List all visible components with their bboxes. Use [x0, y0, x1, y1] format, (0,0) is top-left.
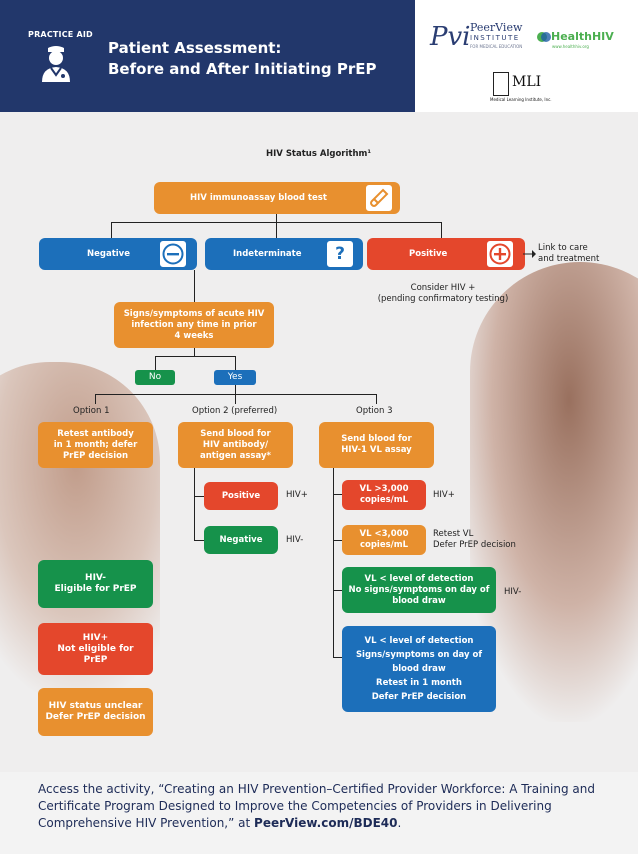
legend-not-eligible: HIV+ Not eligible for PrEP	[38, 623, 153, 675]
arrow-right-icon	[523, 250, 536, 258]
send-vl-box: Send blood for HIV-1 VL assay	[319, 422, 434, 468]
footer-link[interactable]: PeerView.com/BDE40	[254, 816, 398, 830]
healthhiv-logo: HealthHIV	[551, 30, 614, 43]
healthhiv-icon	[537, 32, 551, 42]
question-icon: ?	[325, 239, 355, 269]
opt2-negative-result: HIV-	[286, 535, 304, 545]
mli-logo: MLI	[512, 74, 542, 90]
legend-unclear: HIV status unclear Defer PrEP decision	[38, 688, 153, 736]
pvi-logo-institute: INSTITUTE	[470, 34, 520, 42]
acute-symptoms-box: Signs/symptoms of acute HIV infection an…	[114, 302, 274, 348]
footer-body: Access the activity, “Creating an HIV Pr…	[38, 782, 595, 830]
negative-label: Negative	[87, 248, 130, 259]
detect-no-symptoms-result: HIV-	[504, 587, 522, 597]
doctor-icon	[42, 46, 70, 82]
indeterminate-label: Indeterminate	[233, 248, 302, 259]
legend-eligible: HIV- Eligible for PrEP	[38, 560, 153, 608]
plus-icon	[485, 239, 515, 269]
yes-box: Yes	[214, 370, 256, 385]
pvi-logo-name: PeerView	[470, 21, 523, 34]
vl-high-result: HIV+	[433, 490, 455, 500]
minus-icon	[158, 239, 188, 269]
retest-box: Retest antibody in 1 month; defer PrEP d…	[38, 422, 153, 468]
vl-high-box: VL >3,000 copies/mL	[342, 480, 426, 510]
footer-end: .	[397, 816, 402, 830]
patient-photo	[470, 262, 638, 722]
test-tube-icon	[364, 183, 394, 213]
opt2-negative-box: Negative	[204, 526, 278, 554]
opt2-positive-box: Positive	[204, 482, 278, 510]
pvi-logo-mark: Pvi	[430, 22, 471, 52]
algorithm-title: HIV Status Algorithm¹	[266, 149, 372, 159]
consider-text: Consider HIV + (pending confirmatory tes…	[377, 283, 509, 304]
immunoassay-label: HIV immunoassay blood test	[190, 192, 327, 203]
mli-logo-subtitle: Medical Learning Institute, Inc.	[490, 97, 552, 102]
immunoassay-box: HIV immunoassay blood test	[154, 182, 400, 214]
page-title: Patient Assessment: Before and After Ini…	[108, 39, 377, 78]
option-1-label: Option 1	[73, 406, 110, 416]
option-3-label: Option 3	[356, 406, 393, 416]
pvi-logo-subtitle: FOR MEDICAL EDUCATION	[470, 44, 523, 49]
vl-low-box: VL <3,000 copies/mL	[342, 525, 426, 555]
mli-logo-icon	[493, 72, 509, 96]
header-banner	[0, 0, 415, 112]
option-2-label: Option 2 (preferred)	[192, 406, 278, 416]
no-box: No	[135, 370, 175, 385]
positive-label: Positive	[409, 248, 448, 259]
detect-no-symptoms-box: VL < level of detection No signs/symptom…	[342, 567, 496, 613]
practice-aid-label: PRACTICE AID	[28, 30, 93, 39]
footer-text: Access the activity, “Creating an HIV Pr…	[38, 781, 608, 832]
link-to-care-text: Link to care and treatment	[538, 243, 600, 264]
send-antibody-box: Send blood for HIV antibody/ antigen ass…	[178, 422, 293, 468]
vl-low-result: Retest VL Defer PrEP decision	[433, 529, 516, 550]
opt2-positive-result: HIV+	[286, 490, 308, 500]
healthhiv-url: www.healthhiv.org	[552, 44, 589, 49]
detect-with-symptoms-box: VL < level of detection Signs/symptoms o…	[342, 626, 496, 712]
logo-area	[415, 0, 638, 112]
